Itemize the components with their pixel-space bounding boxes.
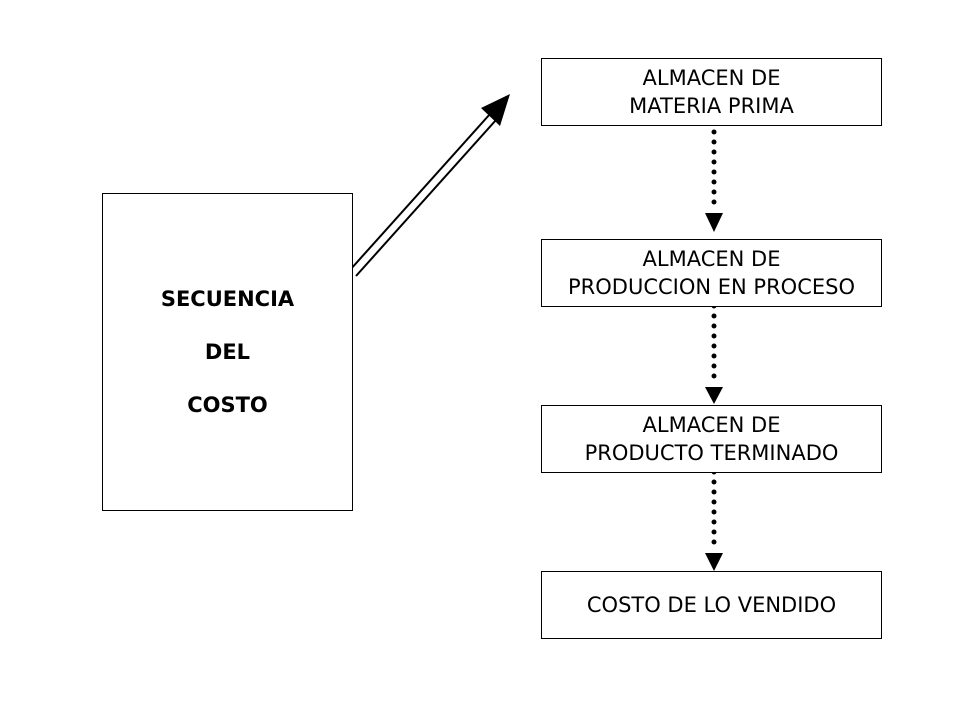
main-to-stage-arrow [349,94,510,277]
stage-2-line-2: PRODUCCION EN PROCESO [568,275,855,299]
stage-1-line-1: ALMACEN DE [642,66,781,90]
main-box-line-2: DEL [204,339,251,364]
flow-arrow-3 [705,469,723,571]
flow-arrow-1 [705,129,723,232]
cost-sequence-box: SECUENCIA DEL COSTO [102,193,353,511]
stage-2-line-1: ALMACEN DE [642,247,781,271]
stage-4-line-1: COSTO DE LO VENDIDO [586,593,837,617]
stage-raw-material-warehouse: ALMACEN DE MATERIA PRIMA [541,58,882,126]
flow-arrow-2 [705,303,723,404]
stage-3-line-2: PRODUCTO TERMINADO [584,441,839,465]
stage-1-line-2: MATERIA PRIMA [629,94,794,118]
stage-3-line-1: ALMACEN DE [642,413,781,437]
stage-finished-goods-warehouse: ALMACEN DE PRODUCTO TERMINADO [541,405,882,473]
stage-cost-of-goods-sold: COSTO DE LO VENDIDO [541,571,882,639]
main-box-line-3: COSTO [187,392,268,417]
main-box-line-1: SECUENCIA [160,286,295,311]
stage-work-in-process-warehouse: ALMACEN DE PRODUCCION EN PROCESO [541,239,882,307]
